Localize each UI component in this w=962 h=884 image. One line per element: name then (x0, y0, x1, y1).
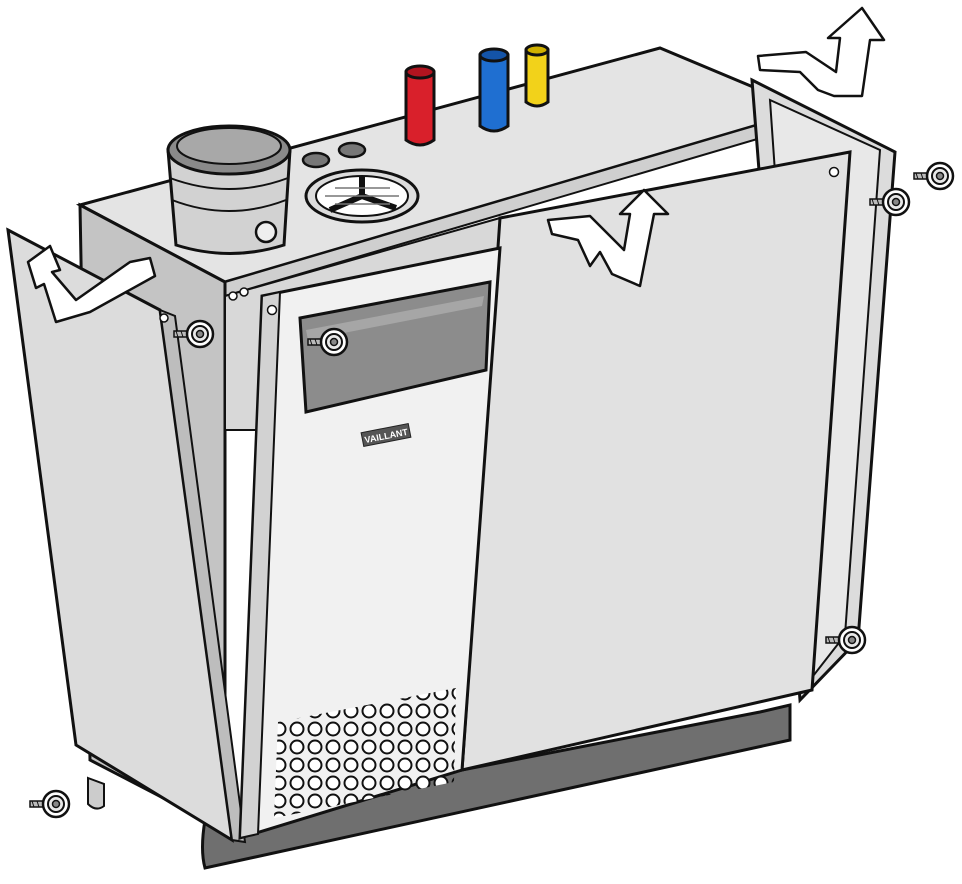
foot-bracket (87, 776, 105, 810)
yellow-pipe (524, 43, 550, 108)
vent-grille-icon (304, 168, 420, 224)
blue-pipe (478, 47, 510, 133)
curved-arrow-icon (756, 6, 886, 98)
curved-arrow-icon (546, 188, 670, 288)
display-window (298, 280, 492, 414)
flue-collar-icon (166, 124, 292, 255)
screw-icon (29, 789, 71, 819)
front-vent-holes (274, 688, 456, 818)
curved-arrow-icon (26, 244, 157, 324)
top-plugs (301, 141, 367, 169)
base-plinth (201, 703, 792, 870)
red-pipe (404, 64, 436, 147)
screw-icon (913, 161, 955, 191)
